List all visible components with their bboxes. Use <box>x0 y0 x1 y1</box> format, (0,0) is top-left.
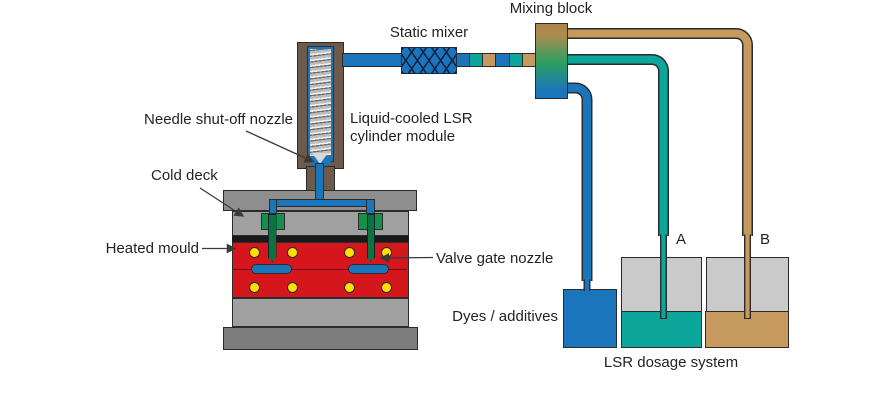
lower-mould-block <box>231 298 409 327</box>
valve-needle-right <box>366 214 375 262</box>
segment-tan-2 <box>522 54 536 66</box>
static-mixer-label: Static mixer <box>389 24 469 41</box>
segment-teal-1 <box>468 54 483 66</box>
base-plate <box>223 327 418 350</box>
segment-blue-1 <box>456 54 469 66</box>
valve-gate-label: Valve gate nozzle <box>436 250 554 267</box>
heater-dot <box>287 282 298 293</box>
parting-line <box>233 268 407 270</box>
heater-dot <box>287 247 298 258</box>
segment-blue-2 <box>495 54 509 66</box>
dosage-system-label: LSR dosage system <box>603 354 739 371</box>
insulation-strip <box>231 235 409 242</box>
screw-tip <box>312 153 328 164</box>
heated-mould-label: Heated mould <box>105 240 199 257</box>
container-b-label: B <box>760 231 771 248</box>
needle-nozzle-label: Needle shut-off nozzle <box>144 111 293 128</box>
heater-dot <box>381 282 392 293</box>
mixing-block <box>535 23 568 99</box>
dyes-additives-label: Dyes / additives <box>452 308 558 325</box>
heater-dot <box>249 282 260 293</box>
heater-dot <box>344 282 355 293</box>
component-b-liquid <box>705 311 789 348</box>
cold-deck-label: Cold deck <box>151 167 218 184</box>
mixing-block-label: Mixing block <box>509 0 593 17</box>
cylinder-module-label-line2: cylinder module <box>350 128 456 145</box>
mould-cavity-right <box>348 264 389 274</box>
cylinder-module-label-line1: Liquid-cooled LSR <box>350 110 473 127</box>
container-a-label: A <box>676 231 687 248</box>
mould-cavity-left <box>250 264 292 274</box>
heater-dot <box>249 247 260 258</box>
valve-needle-left <box>268 214 277 262</box>
static-mixer <box>400 46 457 74</box>
cylinder-module-label: Liquid-cooled LSR cylinder module <box>350 110 473 146</box>
heater-dot <box>344 247 355 258</box>
segment-tan-1 <box>482 54 496 66</box>
cylinder-screw <box>309 48 331 156</box>
segment-teal-2 <box>508 54 523 66</box>
unmixed-segments-pipe <box>455 53 537 67</box>
